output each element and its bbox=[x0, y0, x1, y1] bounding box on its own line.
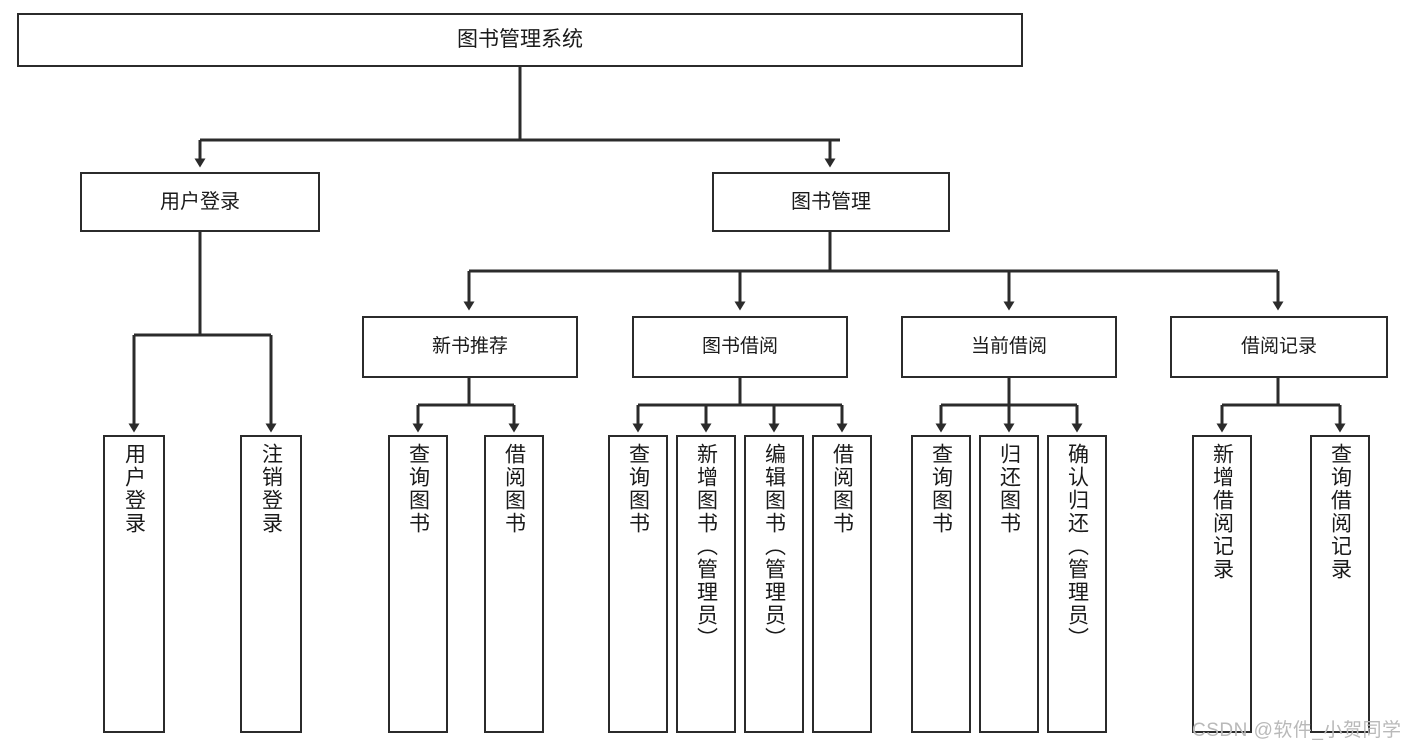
node-leaf-add-book[interactable]: 新增图书（管理员） bbox=[676, 435, 736, 733]
node-leaf-edit-book[interactable]: 编辑图书（管理员） bbox=[744, 435, 804, 733]
node-new-book-recommend[interactable]: 新书推荐 bbox=[362, 316, 578, 378]
node-leaf-query-book-3[interactable]: 查询图书 bbox=[911, 435, 971, 733]
node-leaf-return-book-label: 归还图书 bbox=[997, 443, 1021, 535]
node-leaf-borrow-book-2-label: 借阅图书 bbox=[830, 443, 854, 535]
node-leaf-add-book-label: 新增图书（管理员） bbox=[694, 443, 718, 650]
csdn-watermark: CSDN @软件_小贺同学 bbox=[1192, 720, 1402, 741]
node-root[interactable]: 图书管理系统 bbox=[17, 13, 1023, 67]
node-leaf-query-record-label: 查询借阅记录 bbox=[1328, 443, 1352, 581]
node-leaf-edit-book-label: 编辑图书（管理员） bbox=[762, 443, 786, 650]
node-book-manage[interactable]: 图书管理 bbox=[712, 172, 950, 232]
node-user-login[interactable]: 用户登录 bbox=[80, 172, 320, 232]
node-leaf-query-book-2[interactable]: 查询图书 bbox=[608, 435, 668, 733]
node-leaf-user-login[interactable]: 用户登录 bbox=[103, 435, 165, 733]
node-user-login-label: 用户登录 bbox=[160, 190, 240, 213]
node-leaf-borrow-book-2[interactable]: 借阅图书 bbox=[812, 435, 872, 733]
node-leaf-return-book[interactable]: 归还图书 bbox=[979, 435, 1039, 733]
node-book-manage-label: 图书管理 bbox=[791, 190, 871, 213]
node-leaf-logout-label: 注销登录 bbox=[259, 443, 283, 535]
node-book-borrow-label: 图书借阅 bbox=[701, 336, 778, 358]
node-leaf-query-book-1[interactable]: 查询图书 bbox=[388, 435, 448, 733]
node-leaf-borrow-book-1-label: 借阅图书 bbox=[502, 443, 526, 535]
node-borrow-record-label: 借阅记录 bbox=[1240, 336, 1317, 358]
node-current-borrow[interactable]: 当前借阅 bbox=[901, 316, 1117, 378]
node-borrow-record[interactable]: 借阅记录 bbox=[1170, 316, 1388, 378]
node-root-label: 图书管理系统 bbox=[457, 27, 583, 51]
node-leaf-logout[interactable]: 注销登录 bbox=[240, 435, 302, 733]
node-leaf-confirm-return-label: 确认归还（管理员） bbox=[1065, 443, 1089, 650]
node-leaf-query-record[interactable]: 查询借阅记录 bbox=[1310, 435, 1370, 733]
node-book-borrow[interactable]: 图书借阅 bbox=[632, 316, 848, 378]
node-leaf-borrow-book-1[interactable]: 借阅图书 bbox=[484, 435, 544, 733]
node-leaf-query-book-3-label: 查询图书 bbox=[929, 443, 953, 535]
node-leaf-confirm-return[interactable]: 确认归还（管理员） bbox=[1047, 435, 1107, 733]
node-new-book-recommend-label: 新书推荐 bbox=[431, 336, 508, 358]
node-current-borrow-label: 当前借阅 bbox=[970, 336, 1047, 358]
node-leaf-query-book-2-label: 查询图书 bbox=[626, 443, 650, 535]
node-leaf-user-login-label: 用户登录 bbox=[122, 443, 146, 535]
node-leaf-add-record-label: 新增借阅记录 bbox=[1210, 443, 1234, 581]
node-leaf-query-book-1-label: 查询图书 bbox=[406, 443, 430, 535]
node-leaf-add-record[interactable]: 新增借阅记录 bbox=[1192, 435, 1252, 733]
